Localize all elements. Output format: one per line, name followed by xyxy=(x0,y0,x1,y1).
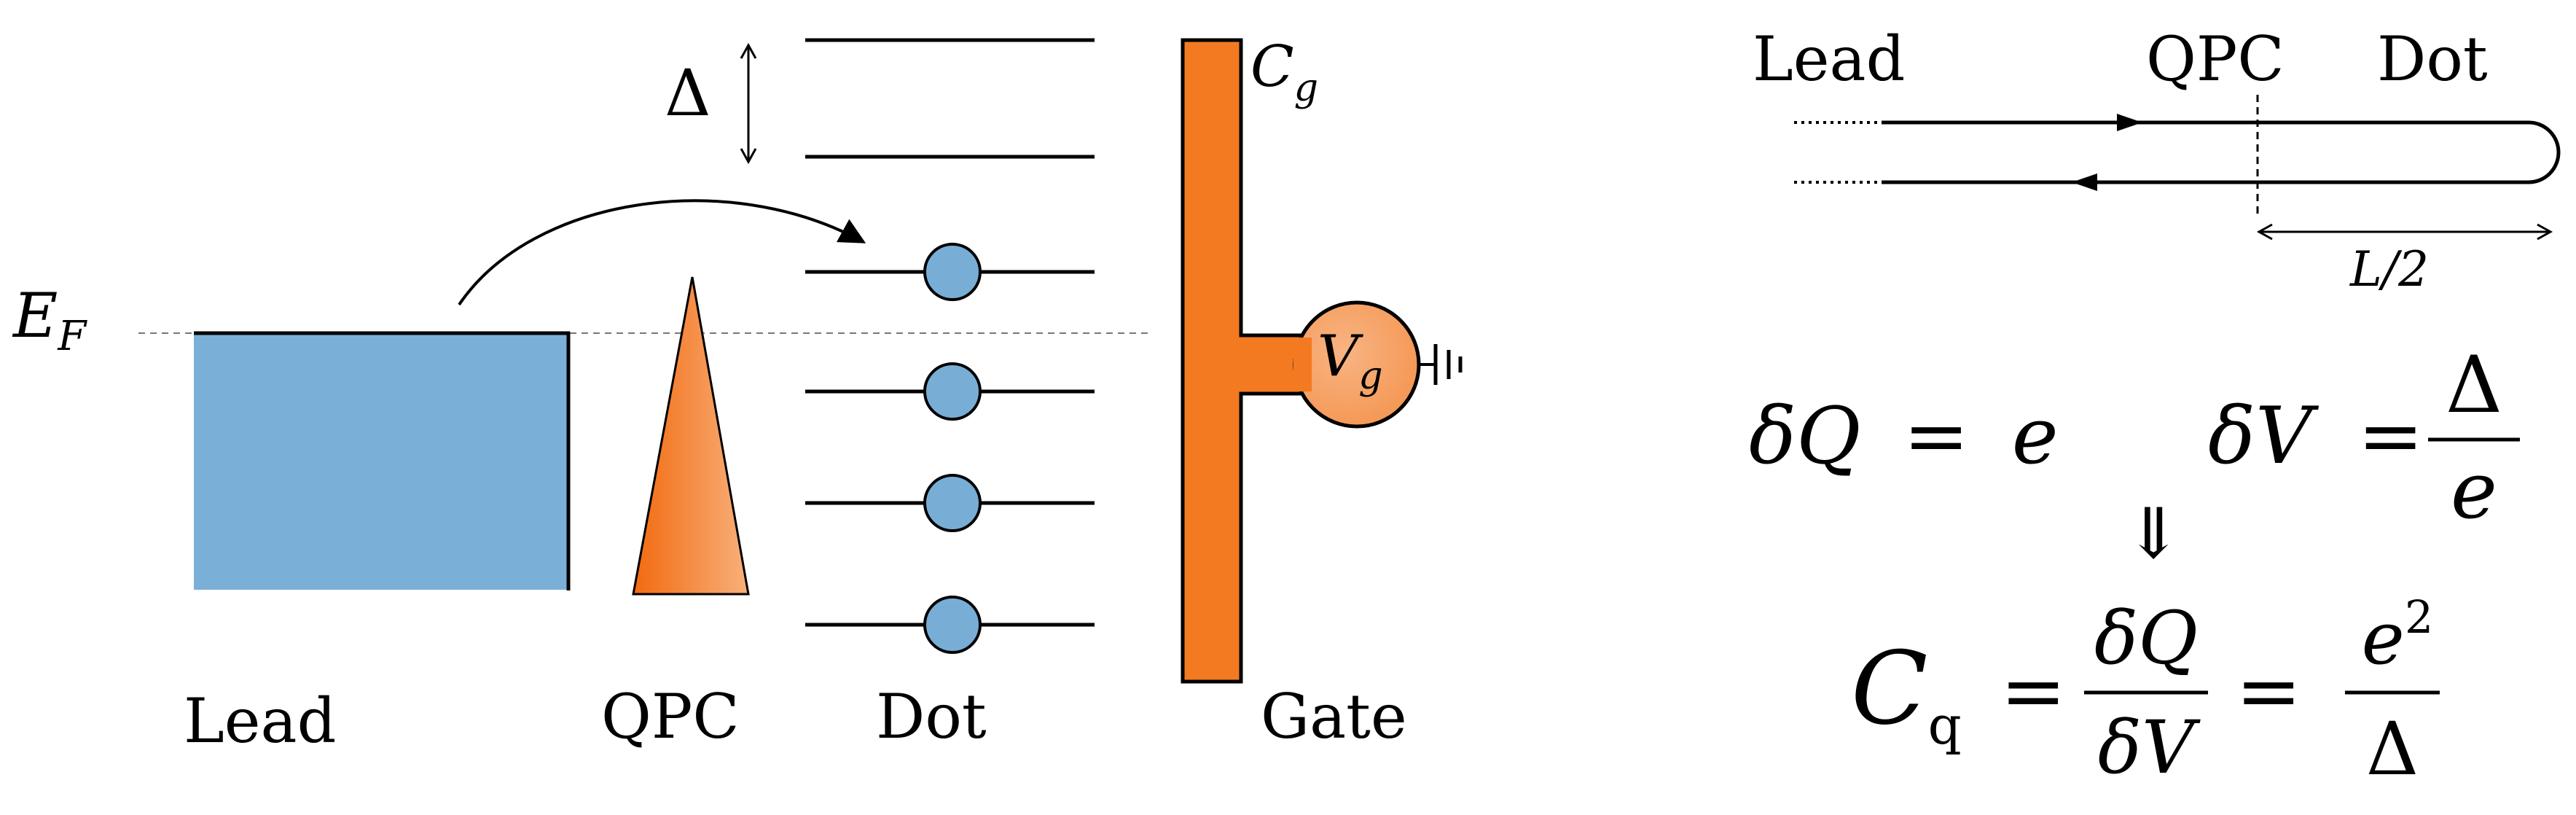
gate-voltage-label: Vg xyxy=(1318,324,1383,398)
electron xyxy=(923,243,982,301)
quantum-capacitance-num2: e2 xyxy=(2362,590,2434,681)
implies-arrow: ⇓ xyxy=(2124,493,2182,574)
level-spacing-arrow-head-top xyxy=(740,42,757,59)
level-spacing-arrow-head-bottom xyxy=(740,148,757,165)
electron xyxy=(923,362,982,421)
voltage-step-denominator: e xyxy=(2451,445,2497,537)
dot-caption: Dot xyxy=(876,681,987,752)
electron xyxy=(923,596,982,654)
fermi-level-label: EF xyxy=(12,280,87,360)
electron xyxy=(923,474,982,532)
level-spacing-label: Δ xyxy=(665,55,711,130)
charge-step-equation: δQ = e xyxy=(1749,391,2059,482)
lead-block xyxy=(194,333,568,590)
edge-channel-arrow-right xyxy=(2117,114,2142,131)
gate-electrode xyxy=(1181,38,1307,684)
edge-lead-label: Lead xyxy=(1753,23,1905,95)
lead-caption: Lead xyxy=(184,685,336,757)
edge-dot-label: Dot xyxy=(2377,23,2488,95)
length-dimension-head-right xyxy=(2537,223,2553,241)
quantum-capacitance-den2: Δ xyxy=(2366,706,2419,792)
quantum-capacitance-den1: δV xyxy=(2098,705,2201,790)
gate-capacitance-label: Cg xyxy=(1250,34,1318,110)
voltage-step-lhs: δV = xyxy=(2208,391,2424,482)
edge-channel-loop xyxy=(1882,120,2561,184)
gate-caption: Gate xyxy=(1261,681,1407,752)
quantum-capacitance-eq1: = xyxy=(2000,646,2067,737)
edge-qpc-label: QPC xyxy=(2146,23,2285,95)
length-label: L/2 xyxy=(2349,241,2429,297)
edge-channel-arrow-left xyxy=(2072,173,2097,191)
length-dimension-head-left xyxy=(2256,223,2273,241)
qpc-caption: QPC xyxy=(601,681,740,752)
tunneling-arrow xyxy=(458,199,866,306)
quantum-capacitance-eq2: = xyxy=(2236,646,2302,737)
quantum-capacitance-num1: δQ xyxy=(2094,596,2198,681)
quantum-capacitance-lhs: Cq xyxy=(1851,630,1962,756)
qpc-barrier xyxy=(632,276,750,596)
gate-arm-join xyxy=(1293,338,1312,391)
voltage-step-numerator: Δ xyxy=(2446,340,2502,431)
